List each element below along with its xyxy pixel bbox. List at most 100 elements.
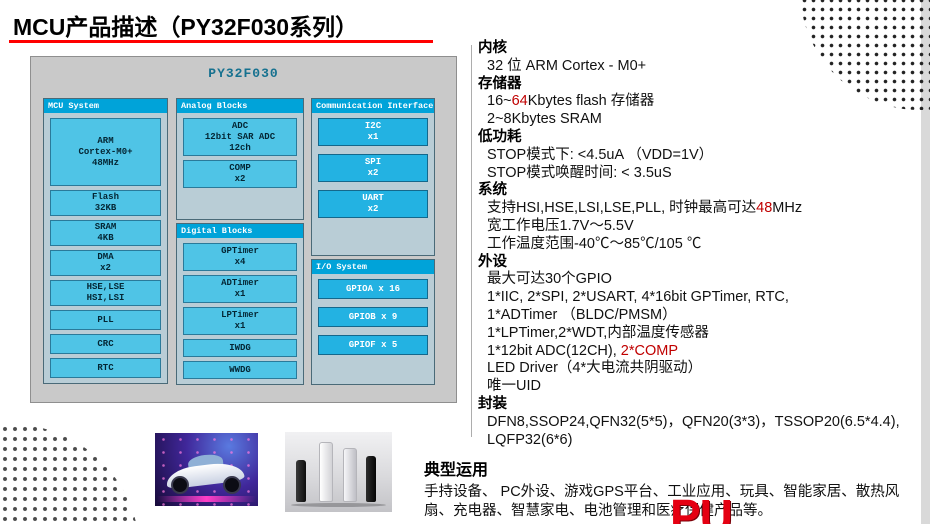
- spec-text: 工作温度范围-40℃～85℃/105 ℃: [487, 235, 702, 252]
- spec-header-memory: 存储器: [478, 75, 522, 92]
- vape-pen-shape: [295, 460, 306, 503]
- spec-section-peripherals: 外设 最大可达30个GPIO 1*IIC, 2*SPI, 2*USART, 4*…: [478, 254, 920, 396]
- spec-line: LQFP32(6*6): [478, 432, 920, 450]
- panel-analog-blocks: Analog Blocks ADC 12bit SAR ADC 12ch COM…: [176, 98, 304, 220]
- spec-text: 唯一UID: [487, 378, 541, 395]
- typical-applications-header: 典型运用: [424, 462, 489, 479]
- spec-line: DFN8,SSOP24,QFN32(5*5)，QFN20(3*3)，TSSOP2…: [478, 414, 920, 432]
- block-rtc: RTC: [50, 358, 161, 378]
- spec-line: 1*IIC, 2*SPI, 2*USART, 4*16bit GPTimer, …: [478, 289, 920, 307]
- panel-blocks: GPIOA x 16 GPIOB x 9 GPIOF x 5: [312, 274, 434, 384]
- block-arm-core: ARM Cortex-M0+ 48MHz: [50, 118, 161, 186]
- spec-text: 最大可达30个GPIO: [487, 271, 612, 288]
- spec-text: LQFP32(6*6): [487, 431, 573, 448]
- typical-applications-text: 手持设备、 PC外设、游戏GPS平台、工业应用、玩具、智能家居、散热风扇、充电器…: [424, 484, 900, 519]
- panel-io-system: I/O System GPIOA x 16 GPIOB x 9 GPIOF x …: [311, 259, 435, 385]
- spec-text: 1*IIC, 2*SPI, 2*USART, 4*16bit GPTimer, …: [487, 289, 789, 306]
- panel-header-communication-interface: Communication Interface: [312, 99, 434, 113]
- block-spi: SPI x2: [318, 154, 428, 182]
- block-pll: PLL: [50, 310, 161, 330]
- spec-line: STOP模式唤醒时间: < 3.5uS: [478, 165, 920, 183]
- panel-blocks: I2C x1 SPI x2 UART x2: [312, 113, 434, 255]
- block-sram: SRAM 4KB: [50, 220, 161, 246]
- spec-text: 32 位 ARM Cortex - M0+: [487, 57, 647, 74]
- toy-car-image: [155, 433, 258, 506]
- block-wwdg: WWDG: [183, 361, 297, 379]
- spec-line: STOP模式下: <4.5uA （VDD=1V）: [478, 147, 920, 165]
- block-gpiob: GPIOB x 9: [318, 307, 428, 327]
- spec-line: 最大可达30个GPIO: [478, 271, 920, 289]
- panel-header-digital-blocks: Digital Blocks: [177, 224, 303, 238]
- spec-line: 1*12bit ADC(12CH), 2*COMP: [478, 343, 920, 361]
- spec-line: 唯一UID: [478, 378, 920, 396]
- spec-section-package: 封装 DFN8,SSOP24,QFN32(5*5)，QFN20(3*3)，TSS…: [478, 396, 920, 449]
- title-underline: [9, 40, 433, 43]
- panel-communication-interface: Communication Interface I2C x1 SPI x2 UA…: [311, 98, 435, 256]
- spec-header-system: 系统: [478, 182, 507, 199]
- spec-text: 2~8Kbytes SRAM: [487, 111, 602, 128]
- spec-line: 16~64Kbytes flash 存储器: [478, 93, 920, 111]
- spec-text: 宽工作电压1.7V～5.5V: [487, 217, 634, 234]
- spec-line-adtimer: 1*ADTimer （BLDC/PMSM）: [478, 307, 920, 325]
- panel-header-mcu-system: MCU System: [44, 99, 167, 113]
- block-diagram: PY32F030 MCU System ARM Cortex-M0+ 48MHz…: [30, 56, 457, 403]
- neon-glow-shape: [157, 495, 256, 502]
- block-gpioa: GPIOA x 16: [318, 279, 428, 299]
- block-adc: ADC 12bit SAR ADC 12ch: [183, 118, 297, 156]
- spec-text-highlight: 2*COMP: [620, 342, 678, 359]
- spec-section-low-power: 低功耗 STOP模式下: <4.5uA （VDD=1V） STOP模式唤醒时间:…: [478, 129, 920, 182]
- panel-header-io-system: I/O System: [312, 260, 434, 274]
- disco-ball-decoration-bottom-left: [0, 424, 140, 524]
- block-adtimer: ADTimer x1: [183, 275, 297, 303]
- spec-line: 支持HSI,HSE,LSI,LSE,PLL, 时钟最高可达48MHz: [478, 200, 920, 218]
- block-lptimer: LPTimer x1: [183, 307, 297, 335]
- block-flash: Flash 32KB: [50, 190, 161, 216]
- block-gptimer: GPTimer x4: [183, 243, 297, 271]
- vertical-divider: [471, 45, 472, 437]
- car-wheel-shape: [171, 476, 190, 495]
- spec-line: 宽工作电压1.7V～5.5V: [478, 218, 920, 236]
- spec-text: STOP模式下: <4.5uA （VDD=1V）: [487, 146, 714, 163]
- block-gpiof: GPIOF x 5: [318, 335, 428, 355]
- vape-pen-shape: [366, 456, 377, 503]
- spec-header-core: 内核: [478, 40, 507, 56]
- diagram-title: PY32F030: [208, 66, 279, 81]
- spec-text: 16~: [487, 93, 512, 110]
- vape-pen-shape: [342, 448, 357, 503]
- spec-line: 1*LPTimer,2*WDT,内部温度传感器: [478, 325, 920, 343]
- panel-digital-blocks: Digital Blocks GPTimer x4 ADTimer x1 LPT…: [176, 223, 304, 385]
- block-i2c: I2C x1: [318, 118, 428, 146]
- typical-applications-section: 典型运用 手持设备、 PC外设、游戏GPS平台、工业应用、玩具、智能家居、散热风…: [424, 456, 922, 520]
- spec-text-highlight: 48: [756, 200, 773, 217]
- block-iwdg: IWDG: [183, 339, 297, 357]
- spec-text: MHz: [772, 200, 803, 217]
- spec-text-highlight: 64: [511, 93, 528, 110]
- spec-text: 1*12bit ADC(12CH),: [487, 342, 621, 359]
- spec-line: LED Driver（4*大电流共阴驱动）: [478, 360, 920, 378]
- panel-blocks: GPTimer x4 ADTimer x1 LPTimer x1 IWDG WW…: [177, 238, 303, 384]
- spec-section-core: 内核 32 位 ARM Cortex - M0+: [478, 40, 920, 76]
- spec-header-peripherals: 外设: [478, 253, 507, 270]
- spec-section-system: 系统 支持HSI,HSE,LSI,LSE,PLL, 时钟最高可达48MHz 宽工…: [478, 182, 920, 253]
- block-comp: COMP x2: [183, 160, 297, 188]
- car-wheel-shape: [222, 476, 241, 495]
- spec-text: 支持HSI,HSE,LSI,LSE,PLL, 时钟最高可达: [487, 200, 757, 217]
- spec-line: 工作温度范围-40℃～85℃/105 ℃: [478, 236, 920, 254]
- spec-text: STOP模式唤醒时间: < 3.5uS: [487, 164, 672, 181]
- panel-mcu-system: MCU System ARM Cortex-M0+ 48MHz Flash 32…: [43, 98, 168, 384]
- spec-section-memory: 存储器 16~64Kbytes flash 存储器 2~8Kbytes SRAM: [478, 76, 920, 129]
- block-dma: DMA x2: [50, 250, 161, 276]
- product-shadow: [291, 503, 386, 508]
- block-uart: UART x2: [318, 190, 428, 218]
- spec-line: 32 位 ARM Cortex - M0+: [478, 58, 920, 76]
- vape-pen-shape: [319, 442, 334, 503]
- spec-text: DFN8,SSOP24,QFN32(5*5)，QFN20(3*3)，TSSOP2…: [487, 413, 900, 430]
- spec-text: LED Driver（4*大电流共阴驱动）: [487, 360, 703, 377]
- vape-products-image: [285, 432, 392, 512]
- spec-header-low-power: 低功耗: [478, 128, 522, 145]
- right-edge-strip: [921, 0, 930, 524]
- spec-line: 2~8Kbytes SRAM: [478, 111, 920, 129]
- spec-list: 内核 32 位 ARM Cortex - M0+ 存储器 16~64Kbytes…: [478, 40, 920, 449]
- puya-logo: PU: [670, 490, 733, 524]
